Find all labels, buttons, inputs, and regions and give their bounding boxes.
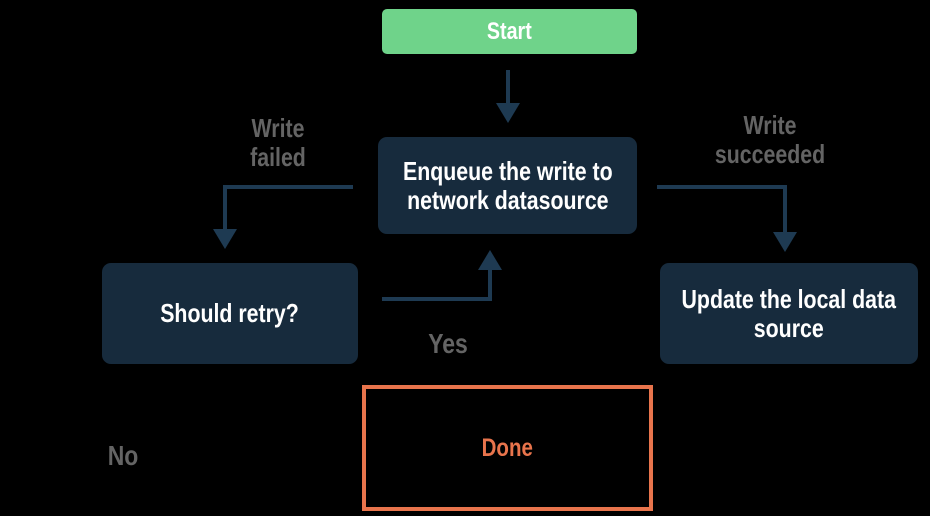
retry-to-enqueue-arrow-vline [488,270,492,301]
should-retry-node-label: Should retry? [160,298,300,328]
done-node: Done [362,385,653,511]
no-label: No [107,440,139,471]
start-to-enqueue-arrow-line [506,70,510,104]
enqueue-write-node: Enqueue the write to network datasource [378,137,637,234]
should-retry-node: Should retry? [102,263,358,364]
start-node: Start [382,9,637,54]
update-local-node: Update the local data source [660,263,918,364]
enqueue-write-node-label: Enqueue the write to network datasource [402,155,613,215]
enqueue-to-retry-arrow-hline [223,185,353,189]
yes-label: Yes [428,328,468,359]
arrowhead-down-icon [496,103,520,123]
done-node-label: Done [481,433,534,462]
retry-to-enqueue-arrow-hline [382,297,492,301]
enqueue-to-update-arrow-vline [783,185,787,233]
write-failed-label: Write failed [250,113,306,172]
start-node-label: Start [487,17,532,45]
enqueue-to-update-arrow-hline [657,185,787,189]
update-local-node-label: Update the local data source [681,283,897,343]
write-succeeded-label: Write succeeded [714,110,826,169]
arrowhead-down-icon [213,229,237,249]
enqueue-to-retry-arrow-vline [223,185,227,230]
arrowhead-up-icon [478,250,502,270]
arrowhead-down-icon [773,232,797,252]
